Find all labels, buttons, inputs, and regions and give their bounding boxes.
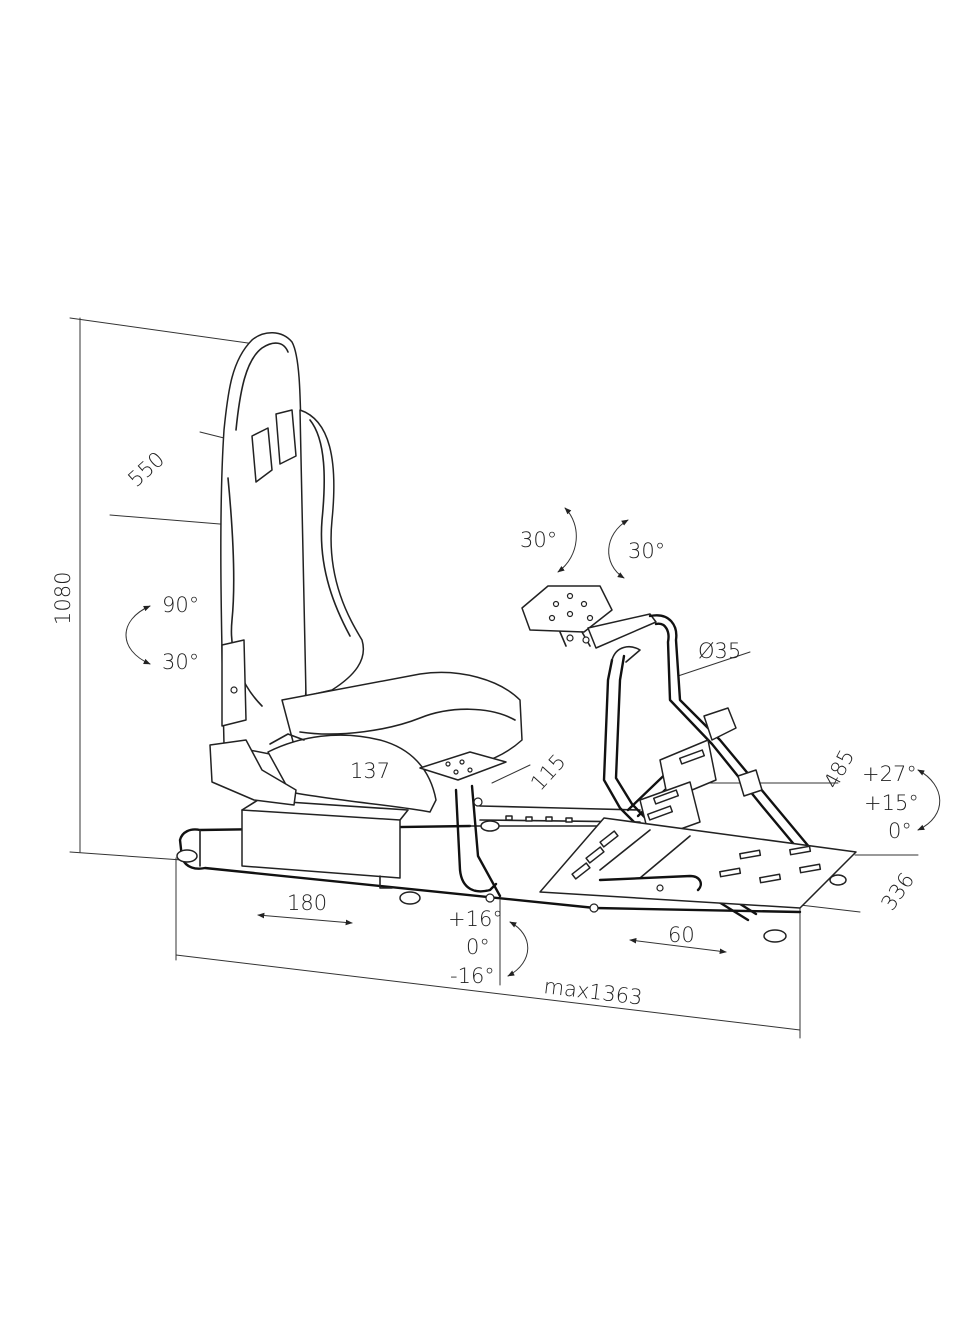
column-top-bend [611,646,641,663]
foot-front-right [763,929,787,943]
tower-clamp-upper [703,707,737,741]
label-max-length: max1363 [542,974,643,1010]
rail-slots [505,815,573,823]
wheel-mount-plate [419,751,507,781]
column-tube-back [648,614,822,862]
pedal-tray [539,817,857,913]
label-back-recline-up: 90° [162,593,199,617]
label-wheel-tilt-up: +16° [448,907,503,931]
mount-bolt [485,893,495,903]
label-mount-depth: 137 [350,759,390,783]
tube-diameter-leader [677,651,751,677]
label-wheel-tilt-down: -16° [450,964,495,988]
label-pedal-height: 485 [819,746,859,793]
label-wheel-tilt-zero: 0° [466,935,490,959]
pedal-tower [521,585,822,922]
seat-bolster-seam [309,419,351,637]
seat-slider-plate [241,809,401,879]
label-wheel-rotate-left: 30° [520,528,557,552]
label-seat-slide: 180 [287,891,327,915]
seat-width-ext-low [109,514,233,526]
label-pedal-tilt-mid: +15° [864,791,919,815]
harness-slot-right [275,409,297,465]
height-ext-top [69,317,263,346]
back-recline-arrow [125,605,151,665]
seat-side-bolster [299,409,365,697]
harness-slot-left [251,427,273,483]
mount-knob [473,797,483,807]
foot-front-left [176,849,198,863]
hinge-bolt [230,686,238,694]
label-seat-width: 550 [123,447,169,492]
mount-width-ext [491,764,531,784]
frame-rail-top [479,805,641,811]
label-mount-width: 115 [526,749,571,795]
racing-seat [209,332,523,813]
wheel-mount [419,751,507,903]
height-ext-bottom [69,851,183,861]
label-wheel-rotate-right: 30° [628,539,665,563]
foot-front-mid [399,891,421,905]
foot-back-right [829,874,847,886]
base-frame [176,805,847,943]
label-pedal-tilt-high: +27° [862,762,917,786]
pedal-tilt-arrow [917,769,941,831]
wheel-tilt-arrow [507,921,529,977]
label-back-recline-down: 30° [162,650,199,674]
wheel-mount-brace [470,784,502,898]
pedal-tray-plate [539,817,857,909]
motion-arrows [125,507,941,977]
label-pedal-slide: 60 [668,923,695,947]
seat-slide-arrow [257,912,353,926]
seat-backrest-edge [235,342,289,431]
label-height: 1080 [51,572,75,625]
label-tube-diameter: Ø35 [698,639,741,663]
wheel-rotate-left-arrow [557,507,577,573]
max-length-dim-line [175,954,801,1031]
wheel-rotate-right-arrow [608,519,629,579]
seat-left-edge [227,477,263,707]
pedal-tray-crossbar [598,874,702,892]
seat-slider [241,799,409,889]
column-arm [587,613,657,649]
label-pedal-depth: 336 [876,868,919,915]
seat-cushion-seam [299,708,516,735]
tower-clamp-lower [737,769,763,797]
wheel-mount-post [454,788,498,893]
seat-base-bracket [209,739,297,806]
label-pedal-tilt-low: 0° [888,819,912,843]
pedal-depth-ext-bottom [799,904,861,913]
tray-bolt-mid [656,884,664,892]
seat-slider-top [241,799,409,821]
seat-hinge-bracket [221,639,247,727]
pedal-tray-slots [571,830,822,884]
seat-front-bolster [267,734,437,813]
seat-slider-clamp [379,875,393,889]
pedal-tray-rails [599,829,691,879]
tray-bolt-left [589,903,599,913]
seat-lever [269,733,305,745]
pedal-slide-arrow [629,938,727,954]
column-tube-back-2 [654,622,814,868]
foot-back-mid [480,820,500,832]
